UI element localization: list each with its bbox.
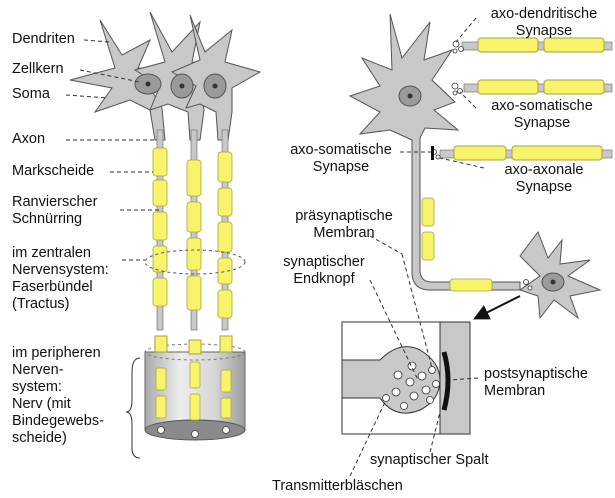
right-neuron (342, 14, 612, 476)
label-cns: im zentralen Nervensystem: Faserbündel (… (12, 245, 109, 313)
label-axo-somatic-synapse-top: axo-somatische Synapse (472, 98, 612, 132)
pns-nerve-cylinder (145, 336, 245, 440)
label-pns: im peripheren Nerven- system: Nerv (mit … (12, 345, 104, 447)
label-synaptic-cleft: synaptischer Spalt (370, 452, 488, 469)
pns-bracket (126, 358, 140, 458)
label-nucleus: Zellkern (12, 61, 64, 78)
label-transmitter-vesicles: Transmitterbläschen (272, 478, 403, 495)
label-myelin-sheath: Markscheide (12, 163, 94, 180)
label-postsynaptic-membrane: postsynaptische Membran (484, 366, 588, 400)
label-synaptic-knob: synaptischer Endknopf (266, 254, 382, 288)
label-axo-axonal-synapse: axo-axonale Synapse (484, 162, 604, 196)
label-soma: Soma (12, 86, 50, 103)
label-presynaptic-membrane: präsynaptische Membran (284, 208, 404, 242)
label-ranvier-node: Ranvierscher Schnürring (12, 194, 97, 228)
label-axo-dendritic-synapse: axo-dendritische Synapse (474, 6, 614, 40)
synapse-magnified (342, 322, 470, 434)
main-axon-myelin (422, 198, 492, 291)
magnify-arrow (476, 296, 520, 318)
label-dendrites: Dendriten (12, 31, 75, 48)
label-axo-somatic-synapse-left: axo-somatische Synapse (278, 142, 404, 176)
label-axon: Axon (12, 131, 45, 148)
